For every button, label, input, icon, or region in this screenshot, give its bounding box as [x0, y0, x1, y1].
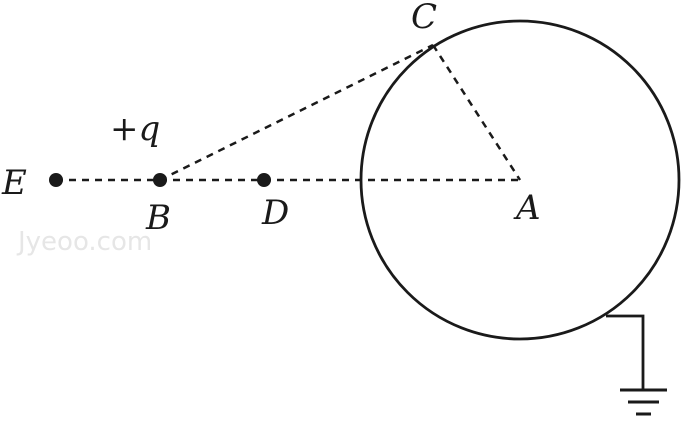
ground-icon [620, 388, 667, 416]
conducting-sphere [359, 19, 681, 341]
point-e [49, 173, 63, 187]
label-e: E [1, 163, 27, 203]
watermark: Jyeoo.com [16, 227, 152, 257]
line-bc-dashed [159, 43, 434, 182]
label-b: B [145, 198, 171, 238]
charge-label: +q [110, 109, 160, 149]
charge-symbol: q [139, 109, 161, 149]
point-d [257, 173, 271, 187]
radius-ca-dashed [431, 44, 522, 181]
label-c: C [411, 0, 437, 37]
charge-sign: + [110, 109, 139, 149]
point-b [153, 173, 167, 187]
label-d: D [261, 193, 289, 233]
label-a: A [513, 188, 541, 228]
ground-wire [606, 314, 645, 390]
